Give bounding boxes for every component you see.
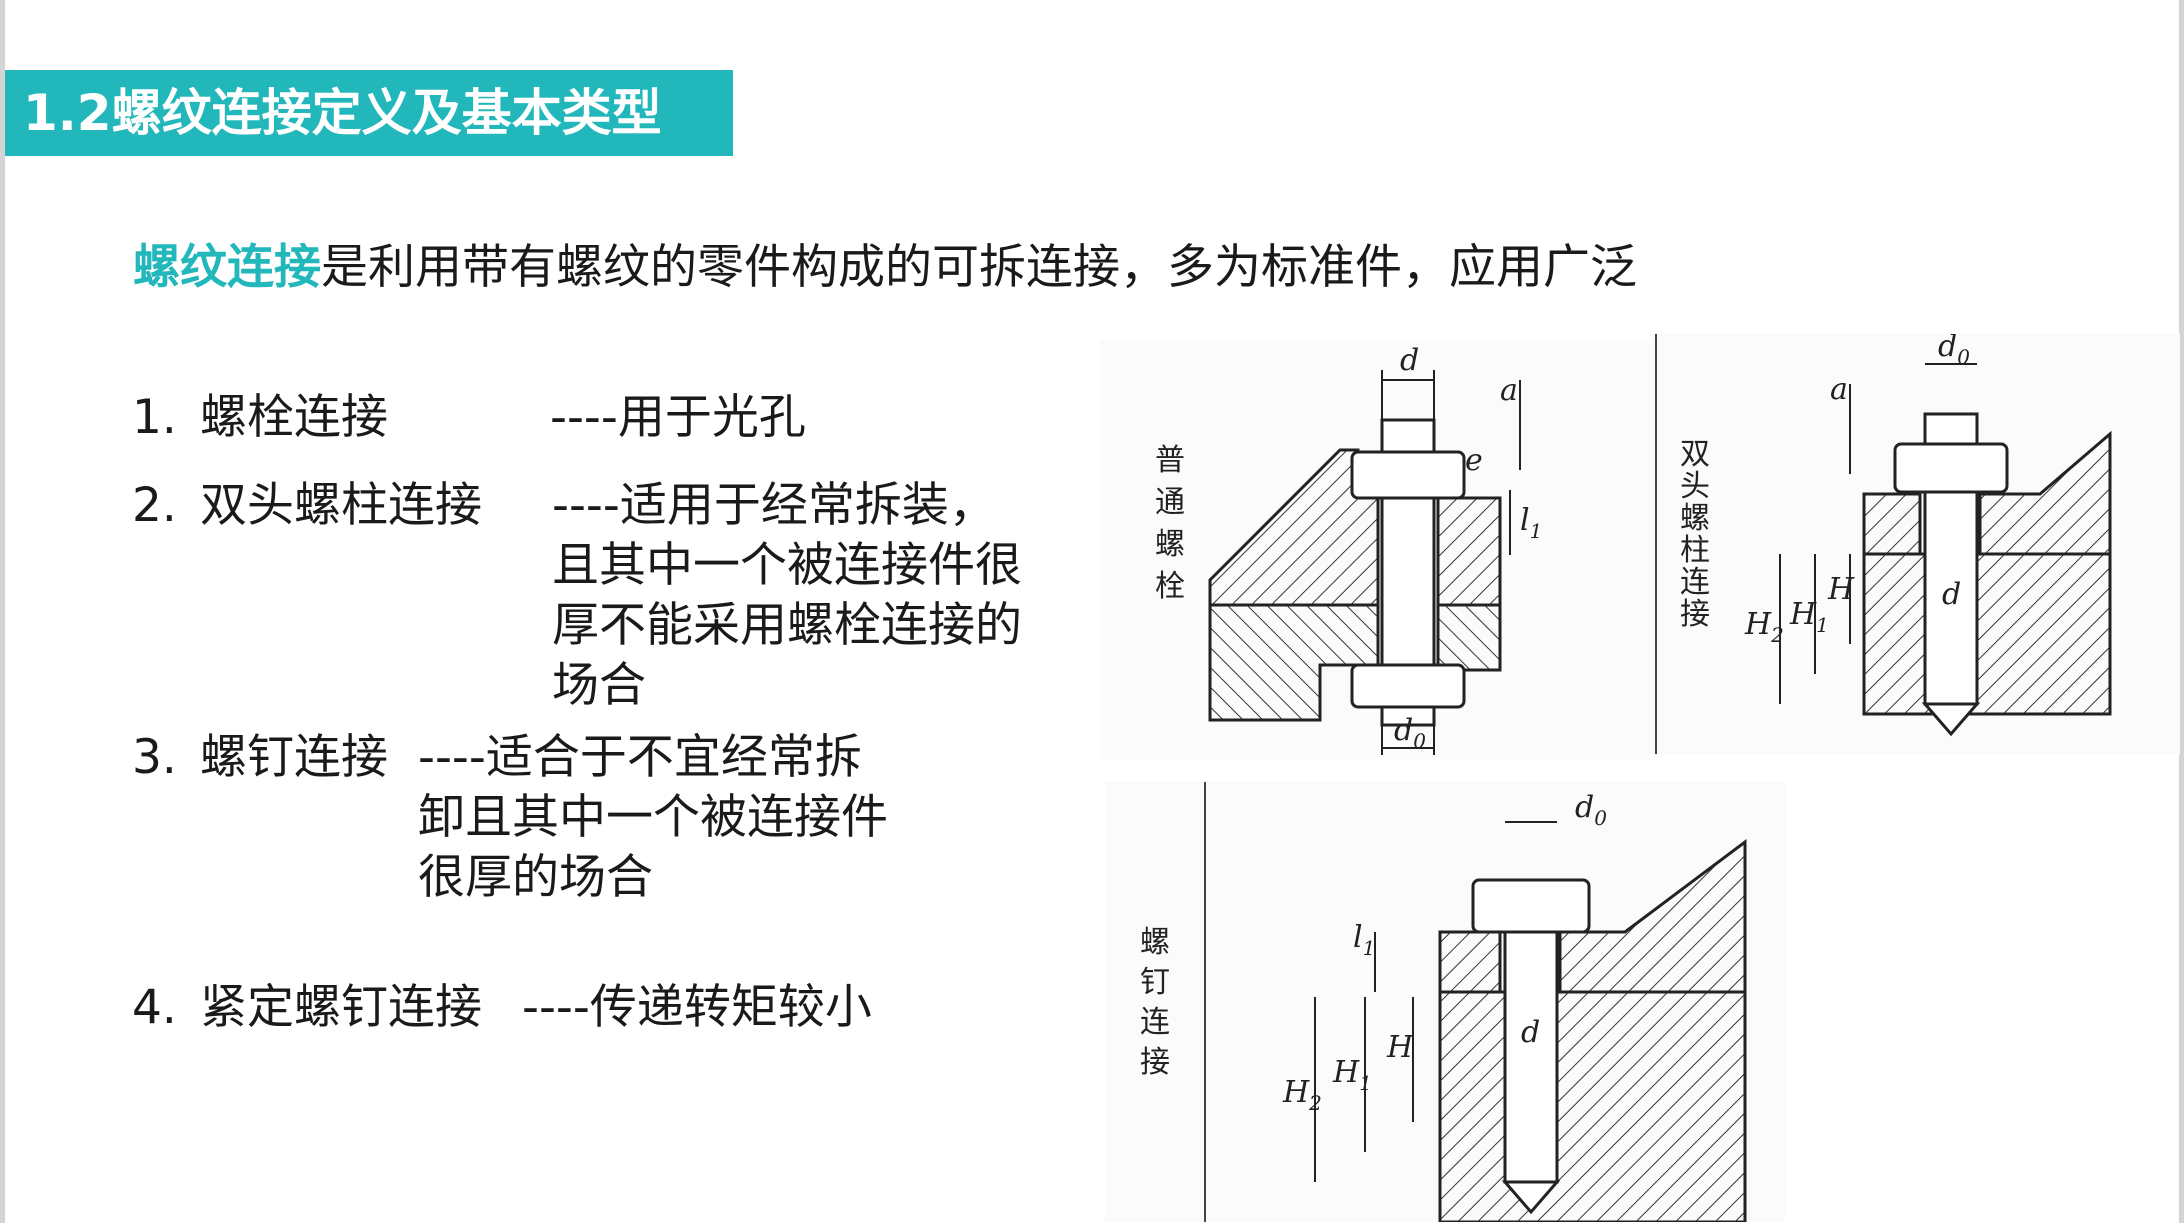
- dim-l1: l1: [1520, 503, 1542, 543]
- svg-text:螺: 螺: [1680, 501, 1710, 536]
- upper-plate: [1862, 492, 1922, 556]
- item-description-line: 且其中一个被连接件很: [552, 538, 1022, 593]
- figure-caption: 双 头 螺 柱 连 接: [1680, 437, 1710, 632]
- svg-text:螺: 螺: [1155, 527, 1185, 562]
- svg-text:头: 头: [1680, 469, 1710, 504]
- dim-e: e: [1465, 443, 1483, 478]
- lower-plate-right: [1436, 603, 1502, 672]
- dim-a: a: [1830, 372, 1848, 407]
- item-label: 螺钉连接: [200, 730, 388, 785]
- dim-H: H: [1386, 1030, 1414, 1065]
- svg-text:通: 通: [1155, 485, 1185, 520]
- dim-l1: l1: [1353, 920, 1375, 960]
- item-number: 1.: [132, 390, 177, 445]
- base-block: [1438, 990, 1747, 1222]
- item-label: 双头螺柱连接: [200, 478, 482, 533]
- upper-plate: [1438, 930, 1502, 994]
- intro-rest: 是利用带有螺纹的零件构成的可拆连接，多为标准件，应用广泛: [321, 240, 1637, 295]
- dim-H1: H1: [1332, 1055, 1372, 1095]
- item-description-line: 厚不能采用螺栓连接的: [552, 598, 1022, 653]
- dim-d0: d0: [1575, 790, 1607, 830]
- upper-plate-right: [1436, 496, 1502, 607]
- svg-text:普: 普: [1155, 443, 1185, 478]
- item-description: ----适用于经常拆装， 且其中一个被连接件很 厚不能采用螺栓连接的 场合: [552, 476, 1022, 716]
- svg-text:连: 连: [1140, 1005, 1170, 1040]
- item-number: 3.: [132, 730, 177, 785]
- upper-plate-right: [1978, 430, 2112, 556]
- dim-d: d: [1400, 343, 1419, 378]
- item-description-line: ----适用于经常拆装，: [552, 478, 996, 533]
- dim-H1: H1: [1789, 597, 1829, 637]
- svg-text:双: 双: [1680, 437, 1710, 472]
- item-number: 4.: [132, 980, 177, 1035]
- item-description-line: 很厚的场合: [418, 850, 653, 905]
- dim-d: d: [1942, 577, 1961, 612]
- svg-text:钉: 钉: [1140, 965, 1170, 1000]
- item-description-line: ----适合于不宜经常拆: [418, 730, 862, 785]
- stud-connection-figure: 双 头 螺 柱 连 接 d0 a H2 H1 H d: [1650, 334, 2180, 754]
- item-label: 螺栓连接: [200, 390, 388, 445]
- lower-plate: [1208, 603, 1380, 722]
- item-description: ----适合于不宜经常拆 卸且其中一个被连接件 很厚的场合: [418, 728, 888, 908]
- dim-H2: H2: [1282, 1075, 1322, 1115]
- screw-connection-figure: 螺 钉 连 接 d0 l1 H2 H1 H d: [1105, 782, 1785, 1222]
- item-description-line: 卸且其中一个被连接件: [418, 790, 888, 845]
- item-description: ----用于光孔: [550, 388, 806, 448]
- svg-text:接: 接: [1680, 597, 1710, 632]
- base-block: [1862, 552, 2112, 716]
- svg-text:柱: 柱: [1680, 533, 1710, 568]
- dim-d0: d0: [1938, 334, 1970, 369]
- figure-caption: 螺 钉 连 接: [1140, 925, 1170, 1080]
- upper-plate-right: [1558, 839, 1747, 994]
- dim-H2: H2: [1744, 607, 1784, 647]
- list-item-stud: 2. 双头螺柱连接 ----适用于经常拆装， 且其中一个被连接件很 厚不能采用螺…: [132, 476, 1082, 716]
- svg-text:接: 接: [1140, 1045, 1170, 1080]
- intro-sentence: 螺纹连接是利用带有螺纹的零件构成的可拆连接，多为标准件，应用广泛: [133, 236, 1637, 300]
- item-description: ----传递转矩较小: [522, 978, 872, 1038]
- dim-a: a: [1500, 373, 1518, 408]
- svg-text:栓: 栓: [1155, 569, 1185, 604]
- item-description-line: 场合: [552, 658, 646, 713]
- item-description-line: ----传递转矩较小: [522, 980, 872, 1035]
- svg-text:连: 连: [1680, 565, 1710, 600]
- dim-H: H: [1827, 572, 1855, 607]
- dim-d: d: [1521, 1015, 1540, 1050]
- left-border: [0, 0, 5, 1223]
- list-item-bolt: 1. 螺栓连接 ----用于光孔: [132, 388, 932, 448]
- intro-highlight: 螺纹连接: [133, 240, 321, 295]
- list-item-set-screw: 4. 紧定螺钉连接 ----传递转矩较小: [132, 978, 982, 1038]
- right-border: [2179, 0, 2184, 1223]
- bolt-connection-figure: 普 通 螺 栓 d a e l1 d0: [1100, 340, 1650, 760]
- figure-caption: 普 通 螺 栓: [1155, 443, 1185, 604]
- dim-d0: d0: [1394, 713, 1426, 753]
- svg-text:螺: 螺: [1140, 925, 1170, 960]
- item-description-line: ----用于光孔: [550, 390, 806, 445]
- item-label: 紧定螺钉连接: [200, 980, 482, 1035]
- list-item-screw: 3. 螺钉连接 ----适合于不宜经常拆 卸且其中一个被连接件 很厚的场合: [132, 728, 982, 908]
- item-number: 2.: [132, 478, 177, 533]
- section-title: 1.2螺纹连接定义及基本类型: [5, 70, 733, 156]
